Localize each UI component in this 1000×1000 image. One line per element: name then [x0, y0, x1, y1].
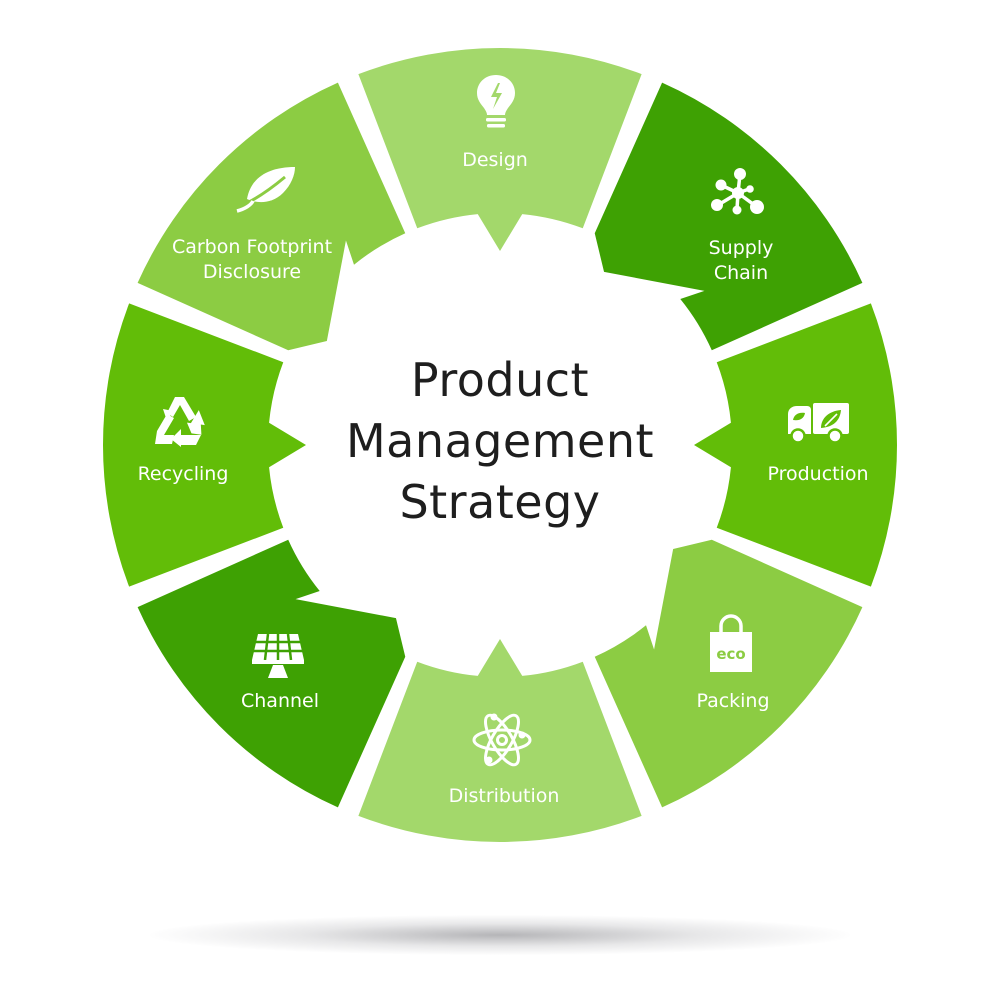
segment-label-packing: Packing: [696, 689, 769, 714]
leaf-icon: [233, 165, 299, 219]
svg-text:eco: eco: [716, 645, 745, 663]
center-title-line-2: Management: [345, 414, 655, 468]
segment-label-line: Distribution: [448, 785, 560, 807]
segment-packing: [594, 539, 863, 808]
ground-shadow: [150, 915, 850, 955]
segment-label-line: Disclosure: [202, 261, 302, 283]
segment-design: [358, 48, 642, 251]
segment-label-line: Design: [462, 149, 528, 171]
segment-label-line: Chain: [713, 262, 769, 284]
segment-recycling: [102, 303, 306, 587]
solar-panel-icon: [250, 632, 306, 684]
lightbulb-icon: [474, 73, 518, 133]
eco-truck-icon: [785, 400, 851, 448]
segment-label-line: Production: [767, 463, 869, 485]
segment-supply-chain: [594, 82, 863, 351]
segment-label-line: Supply: [708, 237, 774, 259]
segment-label-production: Production: [767, 462, 868, 487]
segment-label-line: Carbon Footprint: [171, 236, 333, 258]
segment-label-recycling: Recycling: [138, 462, 229, 487]
segment-label-channel: Channel: [241, 689, 319, 714]
segment-label-line: Recycling: [137, 463, 229, 485]
center-title-line-3: Strategy: [399, 475, 601, 529]
atom-icon: [470, 710, 534, 774]
eco-bag-icon: eco: [707, 612, 755, 678]
segment-label-line: Packing: [696, 690, 770, 712]
segment-label-design: Design: [462, 148, 528, 173]
segment-carbon-footprint: [137, 82, 406, 351]
segment-distribution: [358, 639, 642, 842]
segment-label-line: Channel: [240, 690, 320, 712]
recycle-icon: [151, 393, 211, 451]
network-molecule-icon: [707, 167, 767, 223]
segment-label-distribution: Distribution: [449, 784, 560, 809]
center-title: Product Management Strategy: [346, 350, 654, 533]
segment-production: [694, 303, 897, 587]
center-title-line-1: Product: [410, 353, 590, 407]
